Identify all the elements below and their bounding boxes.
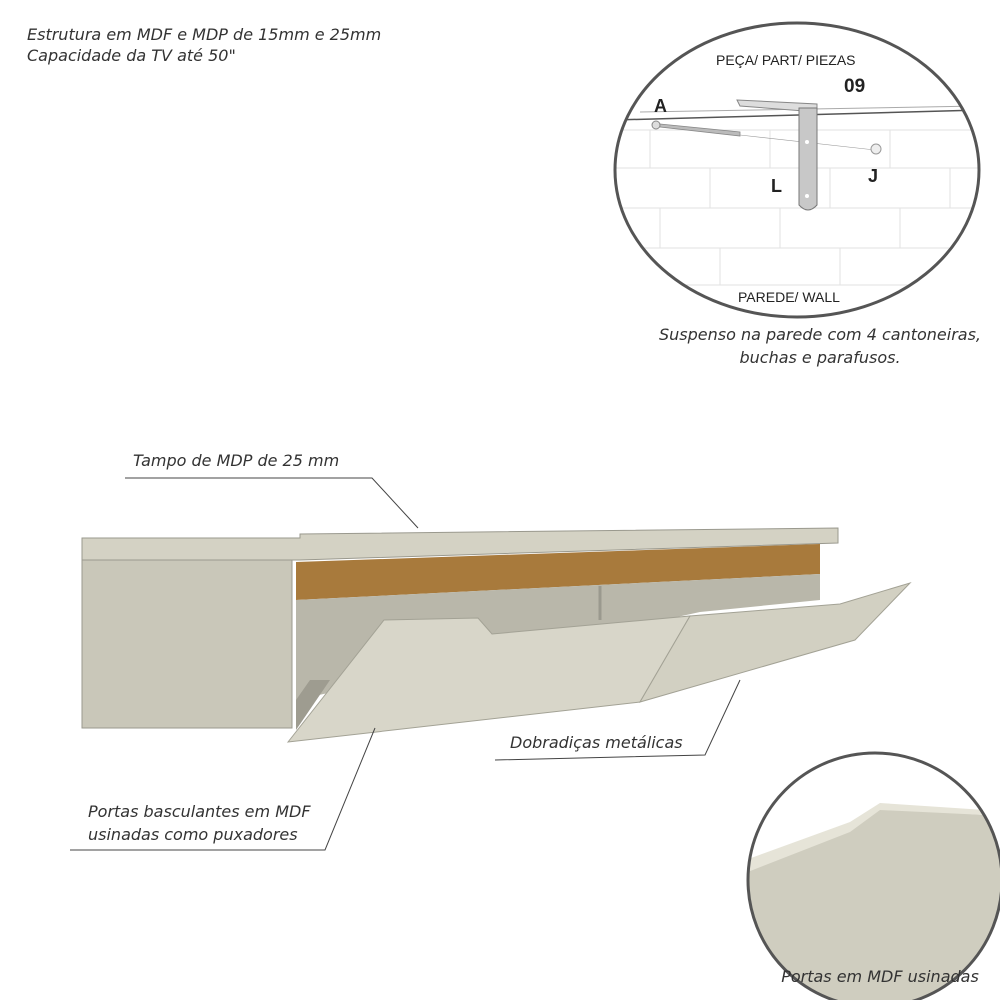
wall-caption-2: buchas e parafusos.	[739, 348, 901, 367]
part-title: PEÇA/ PART/ PIEZAS	[716, 52, 856, 68]
callout-detail-doors: Portas em MDF usinadas	[781, 967, 979, 986]
label-a: A	[654, 96, 667, 116]
spec-line-1: Estrutura em MDF e MDP de 15mm e 25mm	[27, 25, 382, 44]
part-number: 09	[844, 76, 866, 97]
wood-strip	[296, 544, 820, 600]
wall-label: PAREDE/ WALL	[738, 289, 840, 305]
right-door	[638, 581, 912, 703]
wall-mount-detail	[613, 21, 981, 319]
bracket-l-icon	[736, 99, 818, 211]
label-j: J	[868, 166, 879, 186]
spec-line-2: Capacidade da TV até 50"	[27, 46, 236, 65]
wall-caption-1: Suspenso na parede com 4 cantoneiras,	[658, 325, 982, 344]
door-detail	[746, 751, 1000, 1000]
label-l: L	[771, 176, 782, 196]
callout-hinges: Dobradiças metálicas	[510, 733, 683, 752]
callout-top: Tampo de MDP de 25 mm	[133, 451, 340, 470]
callout-lines	[70, 477, 741, 851]
callout-doors-2: usinadas como puxadores	[88, 825, 298, 844]
washer-j-icon	[870, 143, 882, 155]
tv-cabinet	[81, 527, 912, 743]
screw-a-icon	[651, 120, 741, 137]
callout-doors-1: Portas basculantes em MDF	[88, 802, 311, 821]
